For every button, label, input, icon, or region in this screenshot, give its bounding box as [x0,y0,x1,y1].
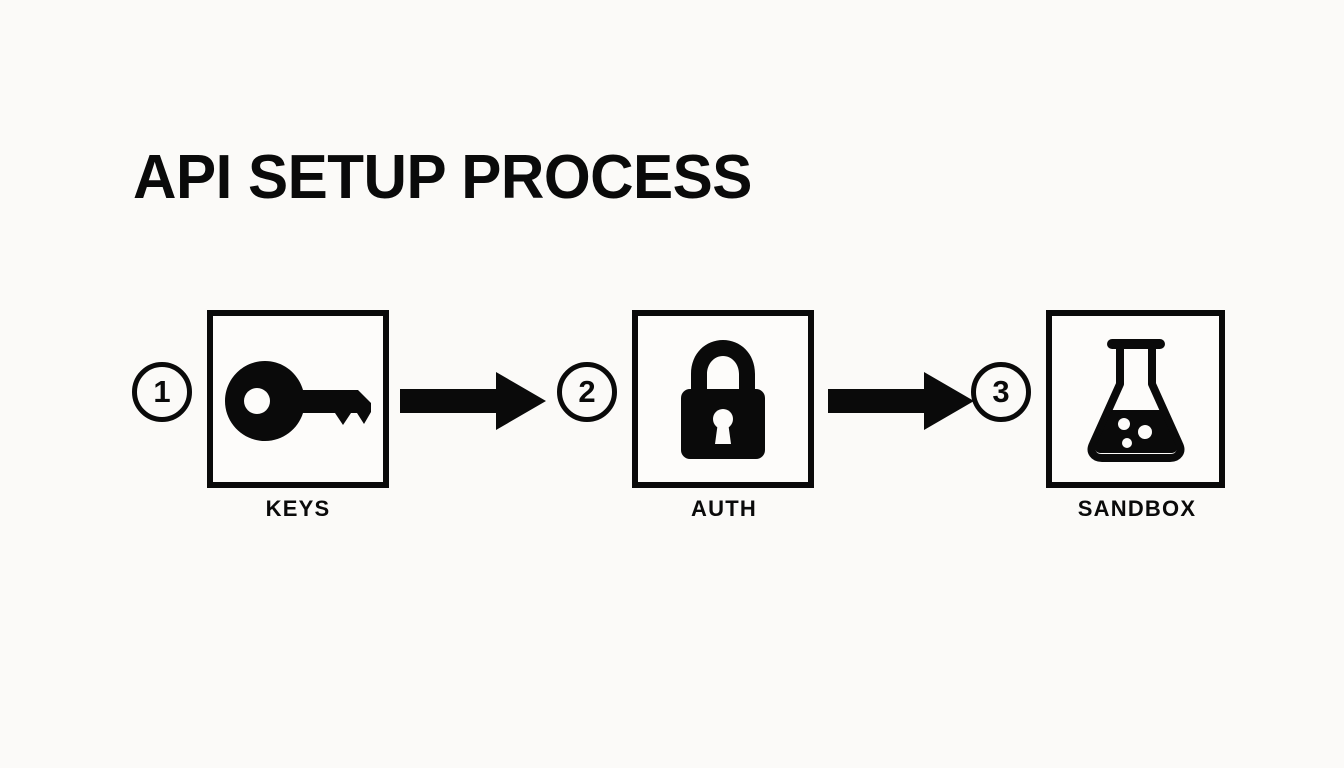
flask-icon [1084,336,1188,462]
process-step-keys[interactable]: 1 KEYS [132,300,389,540]
process-step-auth[interactable]: 2 [557,300,814,540]
step-label-sandbox: SANDBOX [1077,496,1197,521]
step-label-auth: AUTH [691,496,757,521]
key-icon [223,357,373,441]
step-number-badge-2: 2 [557,362,617,422]
step-number-badge-1: 1 [132,362,192,422]
step-label-keys: KEYS [265,496,331,521]
process-flow: 1 KEYS [0,300,1344,540]
step-icon-box-auth[interactable] [632,310,814,488]
arrow-right-icon-2 [828,372,974,430]
step-icon-box-keys[interactable] [207,310,389,488]
step-number-label: 1 [153,374,171,409]
arrow-right-icon-1 [400,372,546,430]
padlock-icon [671,339,775,459]
step-number-label: 3 [992,374,1010,409]
step-number-badge-3: 3 [971,362,1031,422]
step-icon-box-sandbox[interactable] [1046,310,1225,488]
page-title: API SETUP PROCESS [133,143,752,212]
step-number-label: 2 [578,374,596,409]
process-step-sandbox[interactable]: 3 [971,300,1227,540]
